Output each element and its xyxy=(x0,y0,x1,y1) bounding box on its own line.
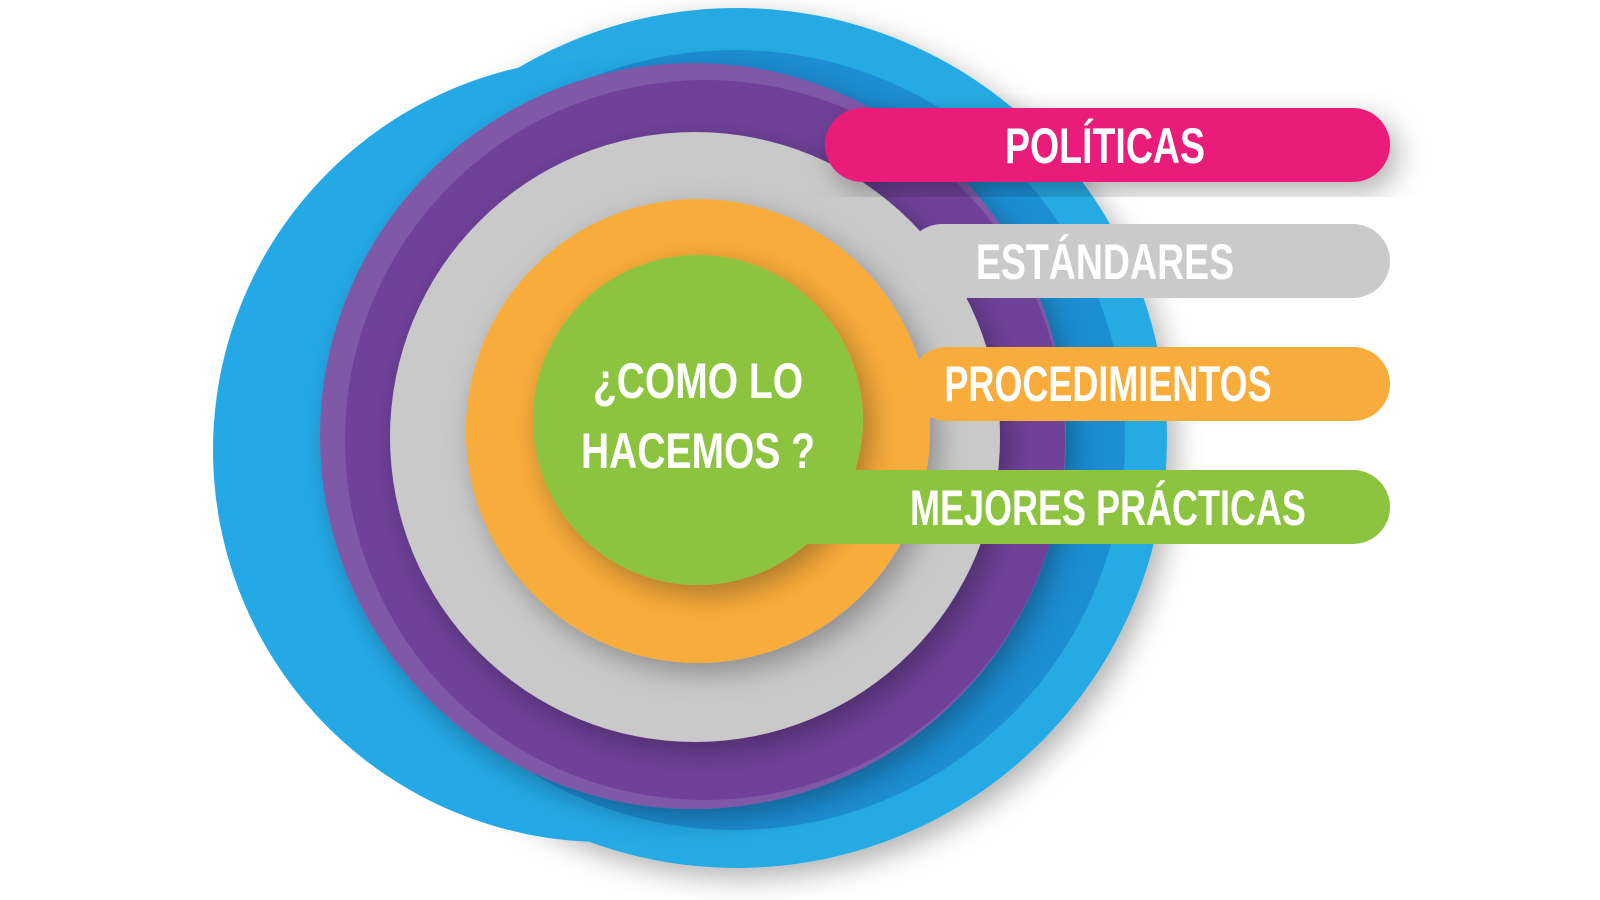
bar-politicas xyxy=(825,108,1390,182)
label-mejores-practicas: MEJORES PRÁCTICAS xyxy=(910,479,1306,536)
label-estandares: ESTÁNDARES xyxy=(976,234,1234,291)
center-title-line2: HACEMOS ? xyxy=(581,422,815,479)
label-politicas: POLÍTICAS xyxy=(1005,118,1205,175)
bar-estandares xyxy=(905,224,1390,298)
bar-procedimientos xyxy=(910,347,1390,421)
label-procedimientos: PROCEDIMIENTOS xyxy=(944,357,1271,412)
green-circle xyxy=(533,255,863,585)
center-title-line1: ¿COMO LO xyxy=(593,352,803,409)
bar-mejores-practicas xyxy=(805,470,1390,544)
